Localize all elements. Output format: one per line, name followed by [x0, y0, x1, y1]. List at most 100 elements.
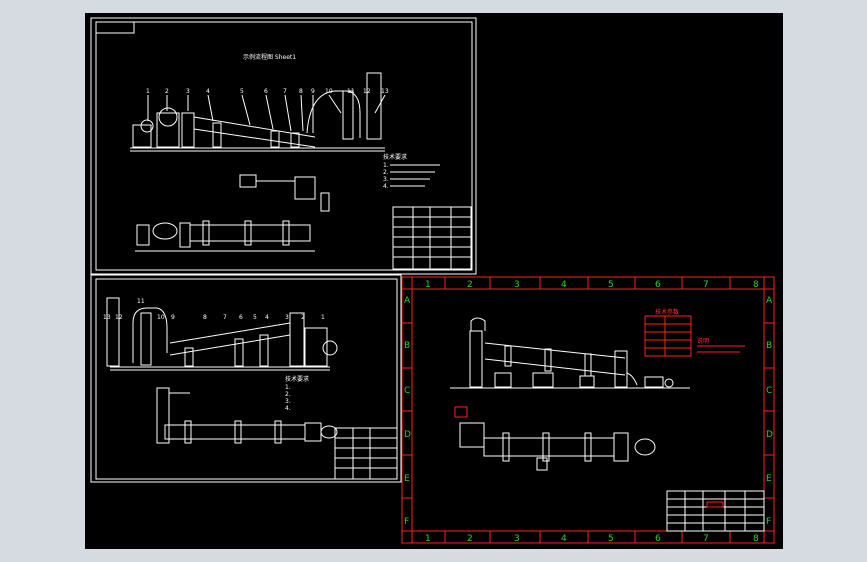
base-3b [532, 372, 554, 388]
row-label: C [404, 386, 410, 396]
col-label: 7 [703, 280, 709, 290]
hood-3 [614, 350, 628, 388]
tyre-3a [504, 345, 512, 367]
part-label: 8 [299, 88, 303, 95]
part-label: 9 [171, 314, 175, 321]
col-label: 4 [561, 280, 567, 290]
plan-tyre-3 [282, 220, 290, 246]
note-line: 2. [285, 391, 291, 398]
plan-tyre-1 [202, 220, 210, 246]
col-label: 1 [425, 280, 431, 290]
duct-2 [132, 307, 168, 363]
plan-fan [152, 222, 178, 240]
fan-3 [664, 378, 674, 388]
col-label: 3 [514, 534, 520, 544]
part-label: 1 [321, 314, 325, 321]
sheet-1-inner-frame [95, 21, 473, 271]
sheet-3-outer-border [401, 276, 775, 544]
plan3-tyre-1 [502, 432, 510, 462]
part-label: 10 [157, 314, 165, 321]
fan-wheel-2 [322, 340, 338, 356]
sheet-3: 1 2 3 4 5 6 7 8 1 2 3 4 5 6 7 8 A B C D … [401, 276, 775, 544]
sheet-1-notes-title: 技术要求 [383, 153, 407, 161]
cad-drawing: 示例流程图 Sheet1 [90, 17, 775, 544]
sheet-2-title-block [334, 427, 398, 480]
support-2c [259, 334, 269, 367]
hopper-top-3 [470, 317, 486, 331]
part-label: 3 [285, 314, 289, 321]
col-label: 5 [608, 534, 614, 544]
plan2-tyre-1 [184, 420, 192, 444]
plan-tyre-2 [244, 220, 252, 246]
zone-ticks [402, 277, 774, 543]
row-label: D [766, 430, 773, 440]
row-label: D [404, 430, 411, 440]
note-line: 1. [285, 384, 291, 391]
duct-3 [626, 372, 638, 386]
part-number-labels: 1 2 3 4 5 6 7 8 9 10 11 12 13 [146, 88, 389, 95]
note-line: 3. [285, 398, 291, 405]
plan-motor [136, 224, 150, 246]
part-label: 11 [137, 298, 145, 305]
feeder [239, 174, 257, 188]
row-label: A [404, 296, 411, 306]
col-label: 2 [467, 280, 473, 290]
sheet-2-inner-frame [95, 278, 398, 480]
fan-wheel [140, 119, 154, 133]
part-label: 2 [301, 314, 305, 321]
plan2-fan [320, 425, 338, 439]
sheet-1-frame [90, 17, 477, 275]
sheet-1-corner-box [95, 21, 135, 34]
part-label: 10 [325, 88, 333, 95]
part-label: 5 [253, 314, 257, 321]
col-label: 6 [655, 280, 661, 290]
plan3-drive [536, 457, 548, 471]
plan3-tyre-3 [584, 432, 592, 462]
plan3-burner [634, 438, 656, 456]
sheet-2-frame [90, 274, 402, 483]
support-2 [270, 130, 280, 148]
sheet-1-title-block [392, 206, 472, 270]
hood [181, 112, 195, 148]
row-label: F [404, 517, 409, 527]
part-label: 4 [265, 314, 269, 321]
kiln-top [193, 116, 316, 138]
note-line: 4. [285, 405, 291, 412]
col-label: 1 [425, 534, 431, 544]
chimney-2 [106, 297, 120, 367]
chimney [366, 72, 382, 140]
support-2a [184, 347, 194, 367]
plan3-hopper [459, 422, 485, 448]
sheet-1: 示例流程图 Sheet1 [90, 17, 477, 275]
note-scribbles [390, 164, 440, 187]
base-3a [494, 372, 512, 388]
cad-drawing-viewport[interactable]: 示例流程图 Sheet1 [85, 13, 783, 549]
col-label: 8 [753, 280, 759, 290]
kiln-top-2 [169, 322, 291, 344]
part-label: 1 [146, 88, 150, 95]
sheet-2-notes-title: 技术要求 [285, 375, 309, 383]
part-label: 6 [264, 88, 268, 95]
part-label: 7 [223, 314, 227, 321]
col-label: 3 [514, 280, 520, 290]
row-label: F [766, 517, 771, 527]
part-label: 8 [203, 314, 207, 321]
sheet-2: 13 12 11 10 9 8 7 6 5 4 3 2 1 技术要求 1. 2.… [90, 274, 402, 483]
part-label: 6 [239, 314, 243, 321]
spec-table-title: 技术参数 [655, 308, 679, 316]
part-label: 7 [283, 88, 287, 95]
plan-hood [179, 222, 191, 248]
plan3-feeder-red [454, 406, 468, 418]
kiln-top-3 [484, 342, 626, 359]
note-line: 2. [383, 169, 389, 176]
sheet-1-title: 示例流程图 Sheet1 [243, 53, 296, 61]
part-label: 12 [363, 88, 371, 95]
support-2b [234, 338, 244, 367]
kiln-bottom [193, 128, 316, 148]
hopper-3 [469, 330, 483, 388]
part-label: 13 [103, 314, 111, 321]
plan2-tyre-2 [234, 420, 242, 444]
plan3-tyre-2 [542, 432, 550, 462]
row-label: E [766, 474, 772, 484]
col-label: 2 [467, 534, 473, 544]
